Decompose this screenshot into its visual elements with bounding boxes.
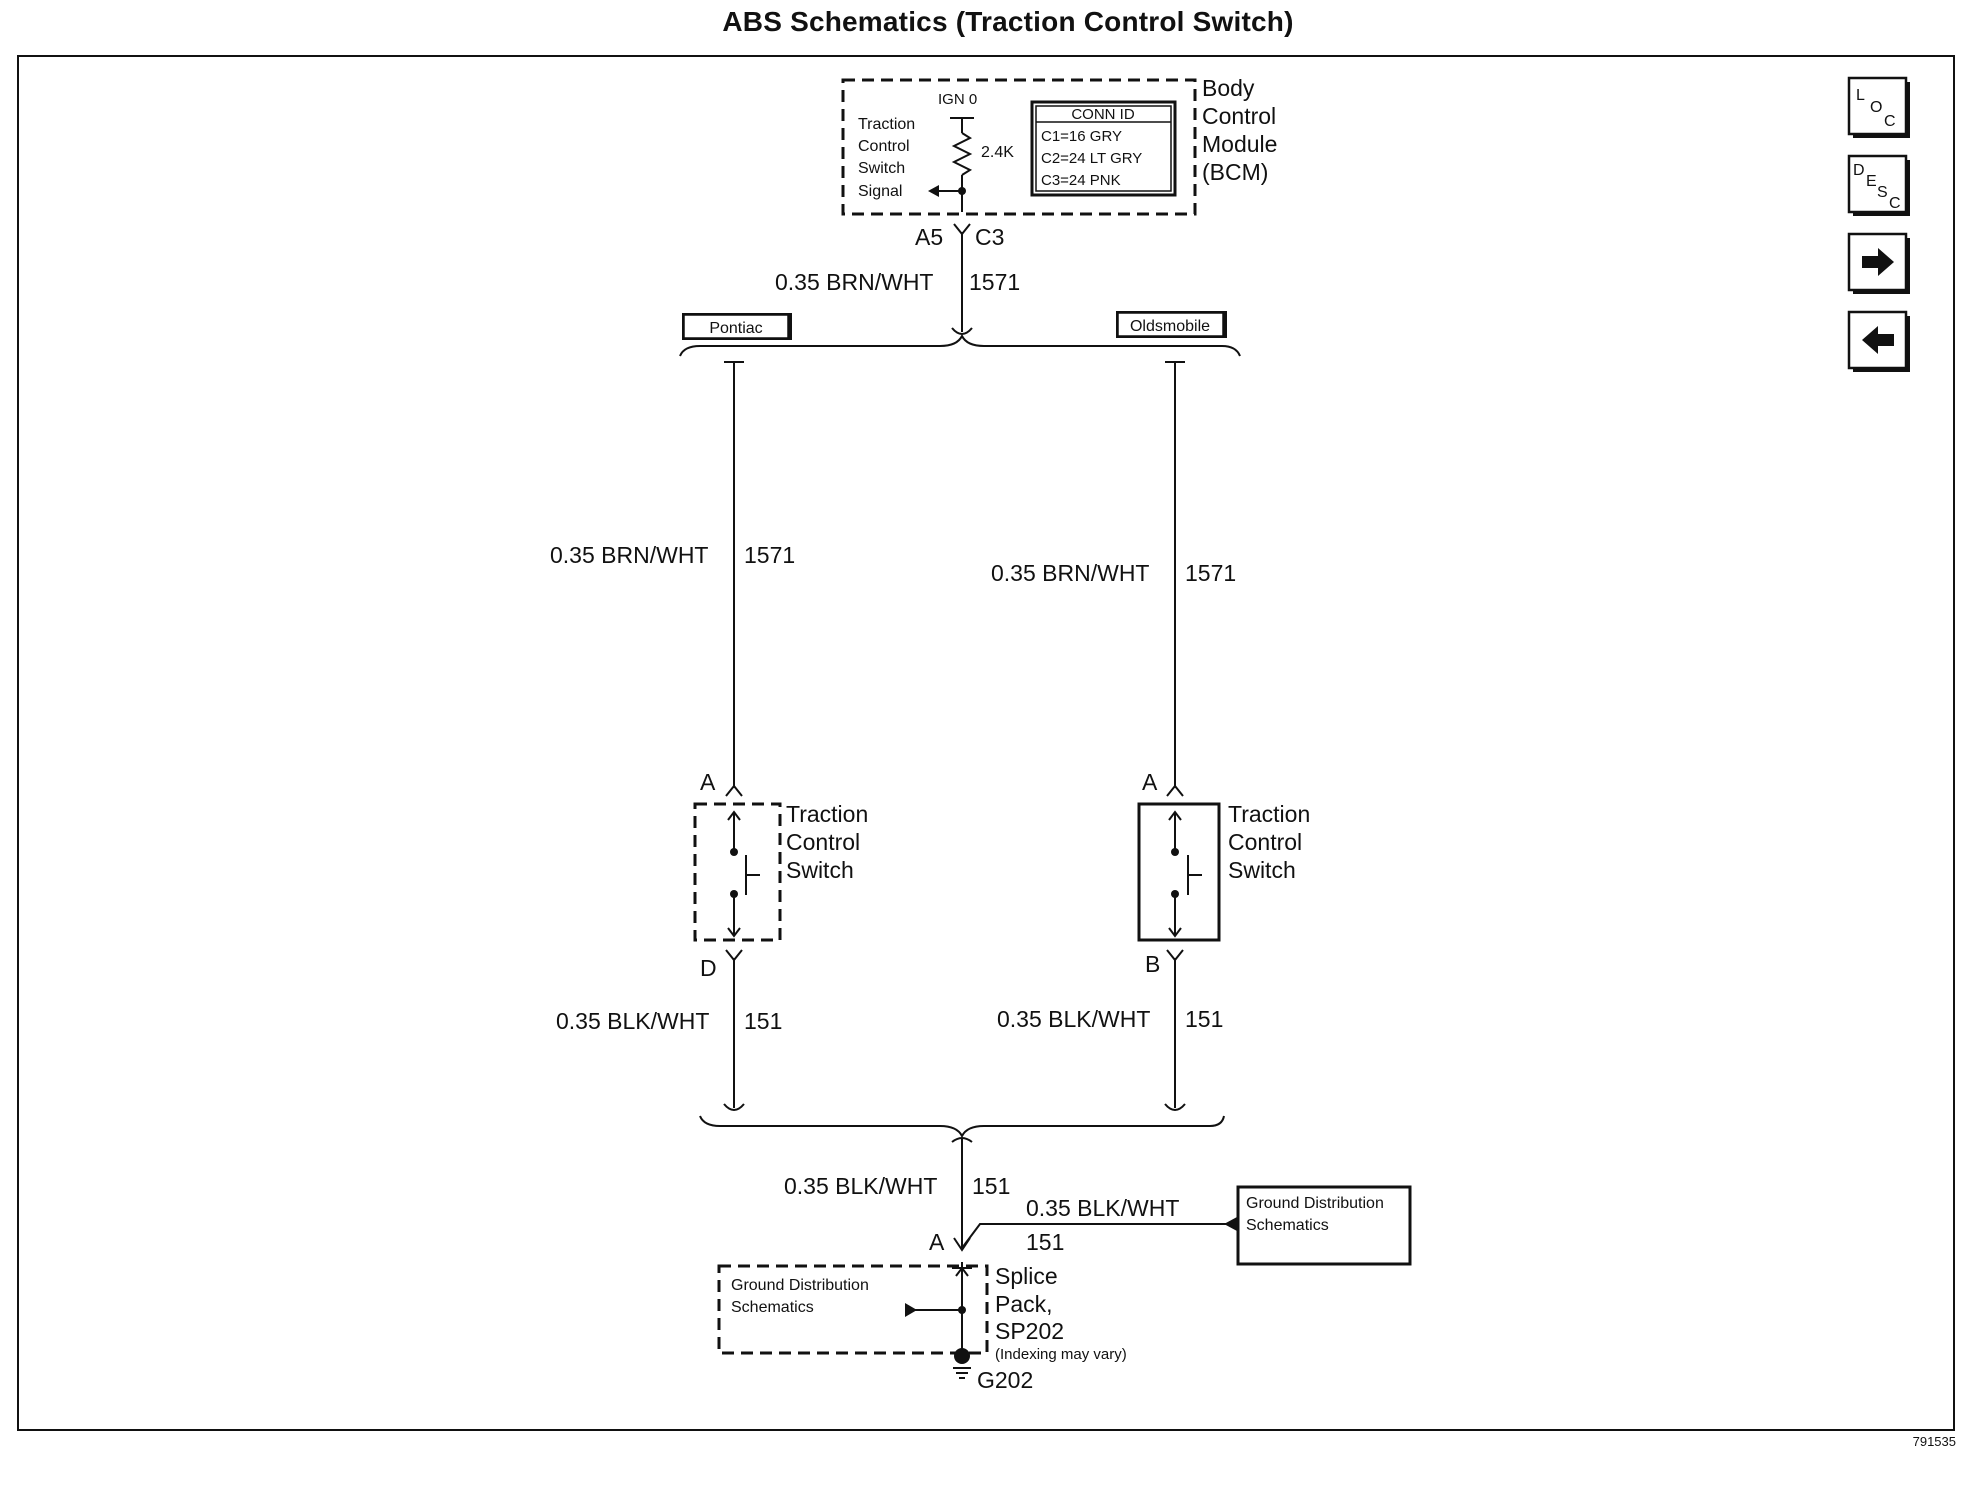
top-wire-gauge: 0.35 BRN/WHT (775, 269, 933, 295)
side-wire-gauge: 0.35 BLK/WHT (1026, 1195, 1179, 1221)
oldsmobile-badge: Oldsmobile (1116, 311, 1227, 338)
bcm-name-line-4: (BCM) (1202, 159, 1268, 185)
resistor-value: 2.4K (981, 144, 1014, 161)
oldsmobile-badge-label: Oldsmobile (1130, 318, 1210, 335)
right-switch-line-2: Control (1228, 829, 1302, 855)
signal-line-2: Control (858, 138, 910, 155)
bcm-name-line-3: Module (1202, 131, 1277, 157)
ground-label: G202 (977, 1367, 1033, 1393)
next-page-button[interactable] (1847, 232, 1910, 294)
ground-dist-left-line-2: Schematics (731, 1299, 814, 1316)
bcm-pin-label: A5 (915, 224, 943, 250)
ground-dist-right-line-1: Ground Distribution (1246, 1195, 1384, 1212)
conn-id-table: CONN ID C1=16 GRY C2=24 LT GRY C3=24 PNK (1030, 100, 1177, 197)
ground-distribution-box-right: Ground Distribution Schematics (1236, 1185, 1412, 1266)
prev-page-button[interactable] (1847, 310, 1910, 372)
splice-pin-label: A (929, 1229, 945, 1255)
signal-line-3: Switch (858, 160, 905, 177)
top-wire-circuit: 1571 (969, 269, 1020, 295)
ground-brace (699, 1115, 1225, 1139)
desc-button[interactable]: D E S C (1847, 154, 1910, 216)
desc-letter-d: D (1853, 162, 1865, 179)
left-wire-gauge: 0.35 BRN/WHT (550, 542, 708, 568)
right-wire-circuit: 1571 (1185, 560, 1236, 586)
right-wire-gauge: 0.35 BRN/WHT (991, 560, 1149, 586)
left-ground-circuit: 151 (744, 1008, 782, 1034)
figure-id: 791535 (1912, 1434, 1956, 1449)
right-switch-line-3: Switch (1228, 857, 1296, 883)
splice-pack-outline (717, 1264, 989, 1355)
page-title: ABS Schematics (Traction Control Switch) (722, 6, 1294, 37)
ground-dist-arrow-icon (1224, 1217, 1237, 1231)
bcm-dashed-outline (841, 78, 1197, 216)
left-branch: 0.35 BRN/WHT 1571 A Traction Control Swi… (550, 361, 868, 1111)
left-pin-top: A (700, 769, 716, 795)
right-branch: 0.35 BRN/WHT 1571 A Traction Control Swi… (991, 361, 1310, 1111)
signal-arrow-icon (928, 185, 939, 197)
left-wire-circuit: 1571 (744, 542, 795, 568)
arrow-right-icon (1862, 248, 1894, 276)
loc-button[interactable]: L O C (1847, 76, 1910, 138)
desc-letter-e: E (1866, 173, 1877, 190)
side-wire-circuit: 151 (1026, 1229, 1064, 1255)
right-ground-gauge: 0.35 BLK/WHT (997, 1006, 1150, 1032)
left-switch-line-1: Traction (786, 801, 868, 827)
splice-line-2: Pack, (995, 1291, 1053, 1317)
variant-brace (679, 333, 1241, 357)
bcm-module: Body Control Module (BCM) IGN 0 2.4K Tra… (841, 75, 1277, 216)
arrow-left-icon (1862, 326, 1894, 354)
ground-dist-left-arrow-icon (905, 1303, 917, 1317)
right-switch-line-1: Traction (1228, 801, 1310, 827)
bcm-connector-label: C3 (975, 224, 1004, 250)
right-pin-bottom: B (1145, 951, 1160, 977)
left-ground-gauge: 0.35 BLK/WHT (556, 1008, 709, 1034)
pontiac-badge: Pontiac (682, 313, 792, 340)
conn-id-c1: C1=16 GRY (1041, 128, 1122, 145)
ground-section: 0.35 BLK/WHT 151 A 0.35 BLK/WHT 151 Grou… (717, 1137, 1412, 1393)
conn-id-header: CONN ID (1071, 106, 1135, 123)
desc-letter-s: S (1877, 184, 1888, 201)
loc-letter-l: L (1856, 87, 1865, 104)
desc-letter-c: C (1889, 195, 1901, 212)
splice-note: (Indexing may vary) (995, 1346, 1127, 1363)
resistor-symbol (951, 132, 973, 176)
bcm-name-line-1: Body (1202, 75, 1255, 101)
diagram-frame (17, 55, 1955, 1431)
loc-letter-c: C (1884, 113, 1896, 130)
left-switch-line-2: Control (786, 829, 860, 855)
bottom-wire-gauge: 0.35 BLK/WHT (784, 1173, 937, 1199)
conn-id-c2: C2=24 LT GRY (1041, 150, 1142, 167)
splice-line-3: SP202 (995, 1318, 1064, 1344)
right-switch-outline (1137, 802, 1221, 942)
left-pin-bottom: D (700, 955, 717, 981)
left-switch-line-3: Switch (786, 857, 854, 883)
left-switch-outline (693, 802, 782, 942)
conn-id-c3: C3=24 PNK (1041, 172, 1121, 189)
right-pin-top: A (1142, 769, 1158, 795)
signal-line-4: Signal (858, 183, 902, 200)
ground-dist-right-line-2: Schematics (1246, 1217, 1329, 1234)
bcm-name-line-2: Control (1202, 103, 1276, 129)
right-ground-circuit: 151 (1185, 1006, 1223, 1032)
ground-icon (953, 1348, 971, 1379)
loc-letter-o: O (1870, 99, 1882, 116)
ign-label: IGN 0 (938, 91, 977, 108)
ground-dist-left-line-1: Ground Distribution (731, 1277, 869, 1294)
pontiac-badge-label: Pontiac (709, 320, 762, 337)
signal-line-1: Traction (858, 116, 915, 133)
bottom-wire-circuit: 151 (972, 1173, 1010, 1199)
splice-line-1: Splice (995, 1263, 1058, 1289)
